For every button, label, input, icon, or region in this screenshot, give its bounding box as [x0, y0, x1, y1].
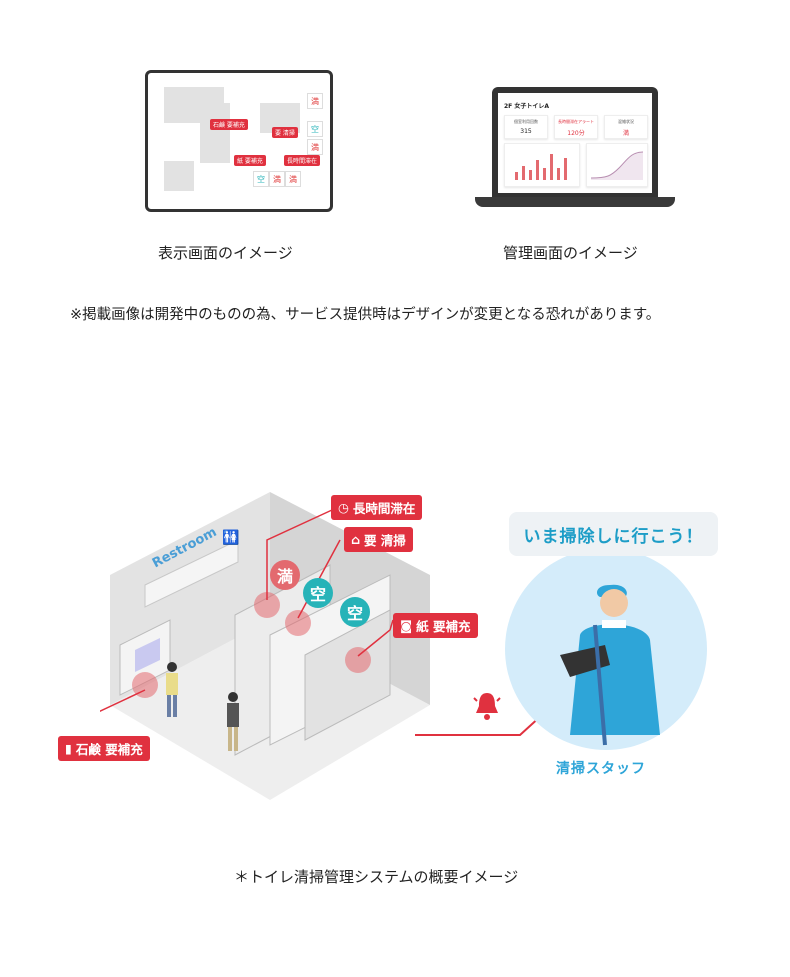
speech-bubble: いま掃除しに行こう！	[509, 512, 718, 556]
disclaimer-note: ※掲載画像は開発中のものの為、サービス提供時はデザインが変更となる恐れがあります…	[70, 307, 661, 323]
person-head	[228, 692, 238, 702]
person-body	[227, 703, 239, 727]
area-chart-graphic	[590, 151, 644, 180]
stall-status: 空	[307, 121, 323, 137]
alert-glow	[132, 672, 158, 698]
tablet-tag-long-stay: 長時間滞在	[284, 155, 321, 166]
alert-glow	[345, 647, 371, 673]
restroom-sign-board	[144, 539, 239, 608]
long-stay-text: 長時間滞在	[352, 501, 416, 516]
stat-label: 長時間滞在アラート	[558, 119, 594, 124]
alert-glow	[254, 592, 280, 618]
tablet-tag-soap: 石鹸 要補充	[210, 119, 248, 130]
stall-status: 満	[307, 93, 323, 109]
cleaning-text: 要 清掃	[363, 533, 406, 548]
staff-label: 清掃スタッフ	[556, 761, 646, 777]
soap-text: 石鹸 要補充	[75, 742, 143, 757]
leader-line	[100, 689, 146, 713]
bell-icon	[473, 693, 501, 720]
stat-label: 個室利用回数	[514, 119, 538, 124]
paper-label: ◙ 紙 要補充	[393, 613, 478, 638]
leader-line	[266, 509, 333, 600]
paper-text: 紙 要補充	[416, 619, 471, 634]
stat-card: 長時間滞在アラート 120分	[554, 115, 598, 139]
floor-area	[200, 103, 230, 163]
overview-caption: ＊トイレ清掃管理システムの概要イメージ	[234, 868, 519, 886]
cleaning-staff-figure	[560, 584, 660, 746]
tablet-tag-paper: 紙 要補充	[234, 155, 266, 166]
soap-label: ▮ 石鹸 要補充	[58, 736, 150, 761]
empty-status-pin: 空	[340, 597, 370, 627]
person-head	[167, 662, 177, 672]
admin-dashboard: 2F 女子トイレA 個室利用回数 315 長時間滞在アラート 120分 混雑状況…	[498, 93, 652, 193]
person-body	[166, 673, 178, 695]
long-stay-label: ◷ 長時間滞在	[331, 495, 423, 520]
floor-area	[164, 161, 194, 191]
stat-value: 120分	[567, 130, 585, 137]
stat-value: 315	[520, 128, 532, 135]
person-leg	[173, 695, 177, 717]
stall-status: 満	[269, 171, 285, 187]
tablet-display-mockup: 満 空 満 空 満 満 石鹸 要補充 要 清掃 紙 要補充 長時間滞在	[145, 70, 333, 212]
toilet-paper-icon: ◙	[400, 618, 413, 633]
stat-card: 混雑状況 満	[604, 115, 648, 139]
tablet-tag-cleaning: 要 清掃	[272, 127, 298, 138]
admin-caption: 管理画面のイメージ	[503, 244, 638, 262]
stat-label: 混雑状況	[618, 119, 634, 124]
stat-card: 個室利用回数 315	[504, 115, 548, 139]
stall-status: 空	[253, 171, 269, 187]
floor-map: 満 空 満 空 満 満 石鹸 要補充 要 清掃 紙 要補充 長時間滞在	[160, 83, 323, 199]
cleaning-label: ⌂ 要 清掃	[344, 527, 413, 552]
empty-status-pin: 空	[303, 578, 333, 608]
stat-value: 満	[622, 130, 629, 137]
mirror	[135, 638, 160, 672]
laptop-base	[475, 197, 675, 207]
stall-status: 満	[285, 171, 301, 187]
person-leg	[234, 727, 238, 751]
clock-icon: ◷	[338, 500, 349, 515]
soap-bottle-icon: ▮	[65, 741, 72, 756]
laptop-admin-mockup: 2F 女子トイレA 個室利用回数 315 長時間滞在アラート 120分 混雑状況…	[492, 87, 658, 197]
restroom-people-icon: 🚻	[222, 530, 240, 546]
stall-status: 満	[307, 139, 323, 155]
full-status-pin: 満	[270, 560, 300, 590]
bar-chart-panel	[504, 143, 580, 187]
person-leg	[228, 727, 232, 751]
display-caption: 表示画面のイメージ	[158, 244, 293, 262]
bar-chart-graphic	[515, 154, 567, 180]
person-leg	[167, 695, 171, 717]
broom-icon: ⌂	[351, 532, 360, 547]
leader-line	[357, 619, 394, 657]
restroom-illustration	[100, 492, 430, 800]
alert-glow	[285, 610, 311, 636]
area-chart-panel	[586, 143, 648, 187]
dashboard-title: 2F 女子トイレA	[504, 103, 550, 110]
